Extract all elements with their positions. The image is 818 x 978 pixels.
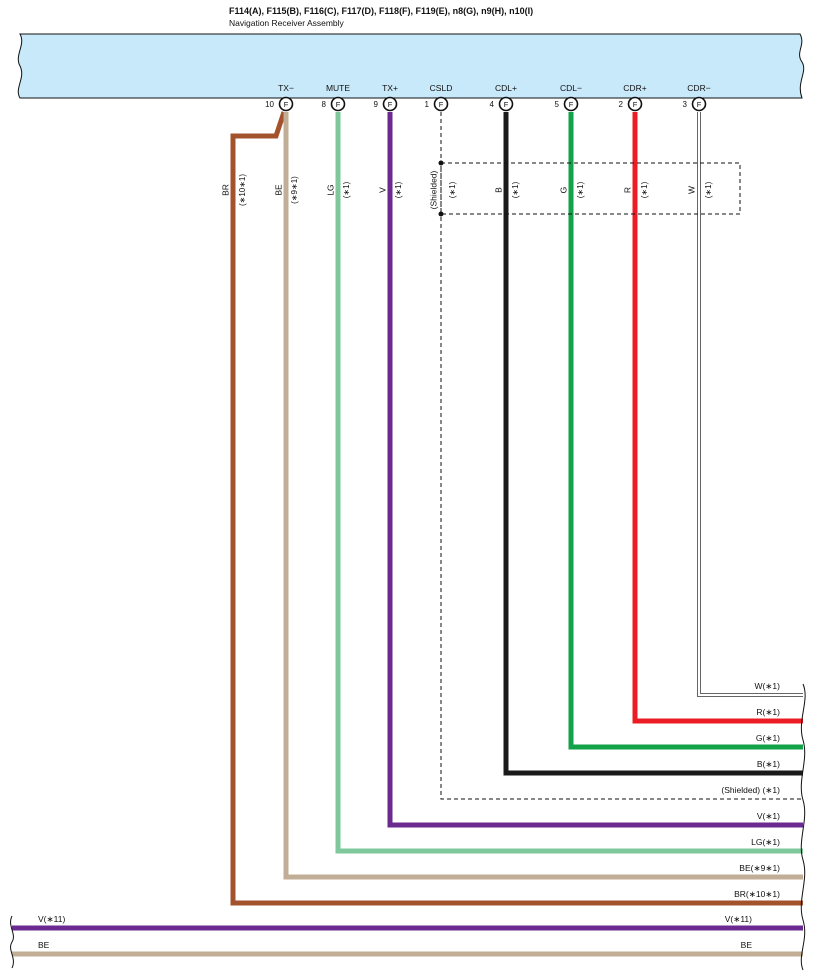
bottom-wire-right-label-be_bottom: BE [741, 940, 753, 950]
wire-end-label-lg: LG(∗1) [751, 837, 780, 847]
wire-label-br: BR [220, 184, 230, 196]
wire-label-r: R [622, 187, 632, 193]
pin-number-cdlm: 5 [555, 100, 560, 109]
pin-circle-cdlp [498, 96, 514, 112]
wire-label-shield: (Shielded) [428, 170, 438, 209]
wire-be [283, 112, 803, 880]
wire-note-r: (∗1) [640, 181, 649, 198]
wire-note-br: (∗10∗1) [238, 174, 247, 206]
wire-br [230, 111, 803, 906]
pin-circle-cdlm [563, 96, 579, 112]
wire-note-lg: (∗1) [342, 181, 351, 198]
pin-signal-txp: TX+ [382, 83, 398, 93]
wire-label-lg: LG [325, 184, 335, 195]
break-line-right [800, 683, 806, 971]
shield-box [440, 162, 741, 215]
pin-signal-cdrm: CDR− [687, 83, 710, 93]
pin-signal-csld: CSLD [430, 83, 453, 93]
bottom-wire-left-label-v11: V(∗11) [38, 914, 65, 924]
wire-end-label-be: BE(∗9∗1) [739, 863, 780, 873]
pin-circle-txp [382, 96, 398, 112]
pin-signal-cdrp: CDR+ [623, 83, 646, 93]
wire-g [568, 112, 803, 750]
pin-circle-csld [433, 96, 449, 112]
wire-note-be: (∗9∗1) [290, 176, 299, 204]
pin-number-cdrm: 3 [683, 100, 688, 109]
wire-label-g: G [558, 187, 568, 194]
pin-connector-cdrm: F [697, 100, 702, 109]
wire-end-label-r: R(∗1) [756, 707, 780, 717]
wire-end-label-shield: (Shielded) (∗1) [721, 785, 780, 795]
shield-junction-bottom [438, 211, 444, 217]
break-line-left [10, 915, 14, 969]
wire-shield [440, 112, 803, 800]
pin-connector-txm: F [284, 100, 289, 109]
shield-junction-top [438, 160, 444, 166]
wire-end-label-b: B(∗1) [757, 759, 780, 769]
pin-connector-mute: F [336, 100, 341, 109]
pin-signal-txm: TX− [278, 83, 294, 93]
wire-label-b: B [493, 187, 503, 193]
pin-connector-txp: F [388, 100, 393, 109]
connector-list: F114(A), F115(B), F116(C), F117(D), F118… [229, 6, 534, 16]
wire-lg [335, 112, 803, 854]
pin-number-txp: 9 [374, 100, 379, 109]
pin-circle-txm [278, 96, 294, 112]
wire-v [387, 112, 803, 828]
pin-connector-cdrp: F [633, 100, 638, 109]
wire-label-w: W [686, 186, 696, 194]
wire-w-outline [697, 112, 803, 697]
wire-end-label-br: BR(∗10∗1) [734, 889, 780, 899]
pin-connector-csld: F [439, 100, 444, 109]
wire-note-g: (∗1) [576, 181, 585, 198]
pin-signal-cdlm: CDL− [560, 83, 582, 93]
wire-r [632, 112, 803, 724]
pin-signal-cdlp: CDL+ [495, 83, 517, 93]
pin-number-cdlp: 4 [490, 100, 495, 109]
pin-connector-cdlm: F [569, 100, 574, 109]
wire-label-be: BE [273, 184, 283, 196]
wire-note-shield: (∗1) [448, 181, 457, 198]
pin-circle-cdrp [627, 96, 643, 112]
wire-w [698, 112, 803, 696]
pin-circle-mute [330, 96, 346, 112]
pin-number-csld: 1 [425, 100, 430, 109]
pin-signal-mute: MUTE [326, 83, 350, 93]
component-body [17, 33, 805, 99]
pin-connector-cdlp: F [504, 100, 509, 109]
wire-note-v: (∗1) [394, 181, 403, 198]
wire-note-w: (∗1) [704, 181, 713, 198]
pin-number-cdrp: 2 [619, 100, 624, 109]
pin-number-txm: 10 [265, 100, 274, 109]
wire-note-b: (∗1) [511, 181, 520, 198]
wire-b [503, 112, 803, 776]
wire-label-v: V [377, 187, 387, 193]
pin-number-mute: 8 [322, 100, 327, 109]
bottom-wire-left-label-be_bottom: BE [38, 940, 50, 950]
wire-end-label-g: G(∗1) [756, 733, 780, 743]
wire-end-label-w: W(∗1) [754, 681, 780, 691]
pin-circle-cdrm [691, 96, 707, 112]
component-name: Navigation Receiver Assembly [229, 18, 344, 28]
bottom-wire-right-label-v11: V(∗11) [725, 914, 752, 924]
wire-end-label-v: V(∗1) [757, 811, 780, 821]
